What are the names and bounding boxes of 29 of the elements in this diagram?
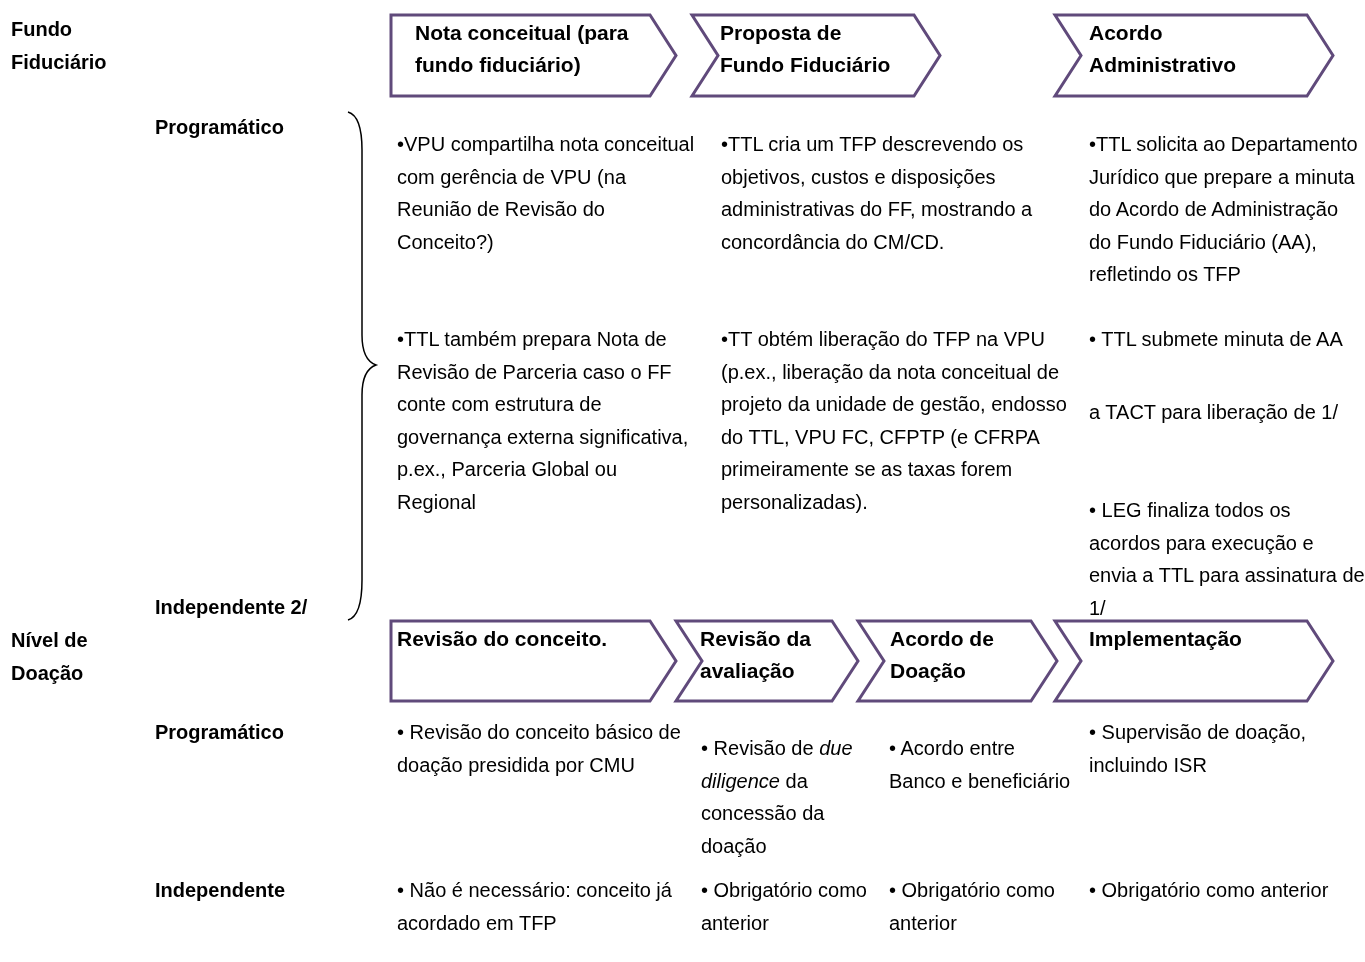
step-description: • Acordo entre Banco e beneficiário [889, 736, 1072, 794]
row-heading: Independente [155, 878, 286, 903]
step-description: •TT obtém liberação do TFP na VPU (p.ex., liberação da nota conceitual de projeto da unidade de gestão, endosso do TTL, VPU FC, CFPTP (e CFRPA primeiramente se as taxas forem personalizadas). [721, 327, 1068, 515]
step-description: • Não é necessário: conceito já acordado em TFP [397, 878, 673, 936]
chevron-step: Proposta de Fundo Fiduciário [692, 15, 940, 96]
chevron-step: Acordo Administrativo [1055, 15, 1333, 96]
step-description: • Obrigatório como anterior [701, 878, 868, 936]
step-description: •TTL também prepara Nota de Revisão de Parceria caso o FF conte com estrutura de governança externa significativa, p.ex., Parceria Global ou Regional [397, 327, 690, 515]
step-description: • Revisão do conceito básico de doação presidida por CMU [397, 720, 682, 778]
row-heading: Programático [155, 115, 285, 140]
step-description: •TTL solicita ao Departamento Jurídico que prepare a minuta do Acordo de Administração do Fundo Fiduciário (AA), refletindo os TFP [1089, 132, 1359, 287]
chevron-step: Revisão do conceito. [391, 621, 676, 701]
section-heading: Nível de Doação [11, 628, 89, 686]
chevron-step: Revisão da avaliação [676, 621, 858, 701]
step-description: • Obrigatório como anterior [889, 878, 1056, 936]
row-heading: Programático [155, 720, 285, 745]
step-description: • Revisão de due diligence da concessão da doação [701, 736, 854, 859]
step-description: • Supervisão de doação, incluindo ISR [1089, 720, 1308, 778]
chevron-step: Implementação [1055, 621, 1333, 701]
chevron-step: Acordo de Doação [858, 621, 1057, 701]
chevron-step: Nota conceitual (para fundo fiduciário) [391, 15, 676, 96]
step-description: • Obrigatório como anterior [1089, 878, 1330, 903]
step-description: a TACT para liberação de 1/ [1089, 400, 1340, 425]
step-description: • LEG finaliza todos os acordos para execução e envia a TTL para assinatura de 1/ [1089, 498, 1365, 621]
step-description: •VPU compartilha nota conceitual com gerência de VPU (na Reunião de Revisão do Conceito?) [397, 132, 696, 255]
step-description: • TTL submete minuta de AA [1089, 327, 1344, 352]
row-heading: Independente 2/ [155, 595, 309, 620]
section-heading: Fundo Fiduciário [11, 17, 108, 75]
step-description: •TTL cria um TFP descrevendo os objetivos, custos e disposições administrativas do FF, mostrando a concordância do CM/CD. [721, 132, 1034, 255]
